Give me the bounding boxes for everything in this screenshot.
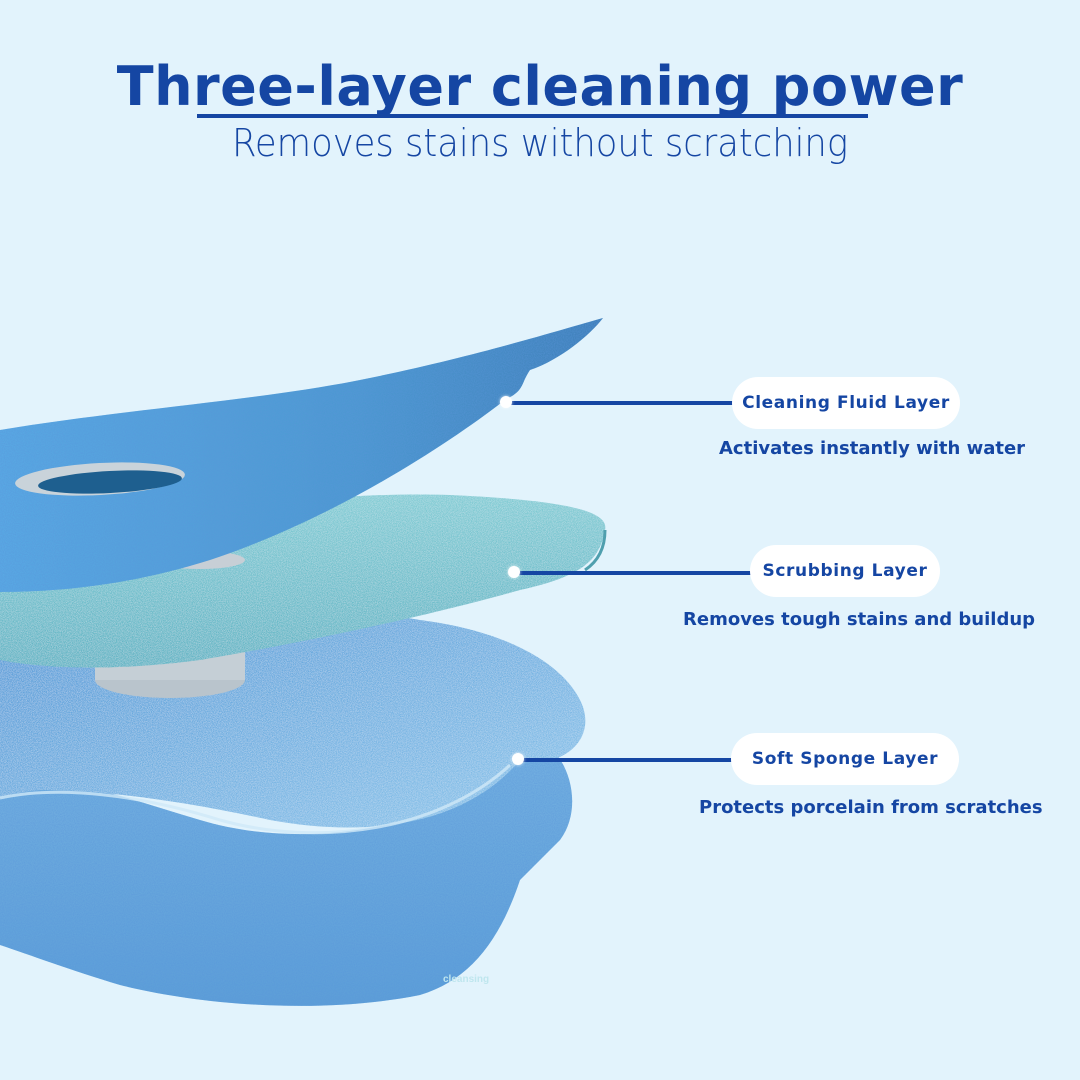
layer-description-sponge: Protects porcelain from scratches bbox=[699, 797, 1043, 818]
layer-label-fluid: Cleaning Fluid Layer bbox=[732, 377, 960, 429]
layer-name: Scrubbing Layer bbox=[762, 561, 928, 581]
layer-label-sponge: Soft Sponge Layer bbox=[731, 733, 959, 785]
leader-line-fluid bbox=[510, 401, 735, 405]
layer-description-scrub: Removes tough stains and buildup bbox=[683, 609, 1036, 630]
page-title: Three-layer cleaning power bbox=[116, 55, 964, 118]
layer-name: Cleaning Fluid Layer bbox=[742, 393, 950, 413]
layer-name: Soft Sponge Layer bbox=[751, 749, 939, 769]
marker-dot-scrub bbox=[508, 566, 520, 578]
leader-line-sponge bbox=[522, 758, 734, 762]
marker-dot-sponge bbox=[512, 753, 524, 765]
leader-line-scrub bbox=[518, 571, 753, 575]
layer-label-scrub: Scrubbing Layer bbox=[750, 545, 940, 597]
layer-description-fluid: Activates instantly with water bbox=[719, 438, 1026, 459]
page-subtitle: Removes stains without scratching bbox=[231, 121, 849, 165]
watermark-text: cleansing bbox=[443, 974, 490, 985]
marker-dot-fluid bbox=[500, 396, 512, 408]
title-underline bbox=[197, 114, 868, 118]
